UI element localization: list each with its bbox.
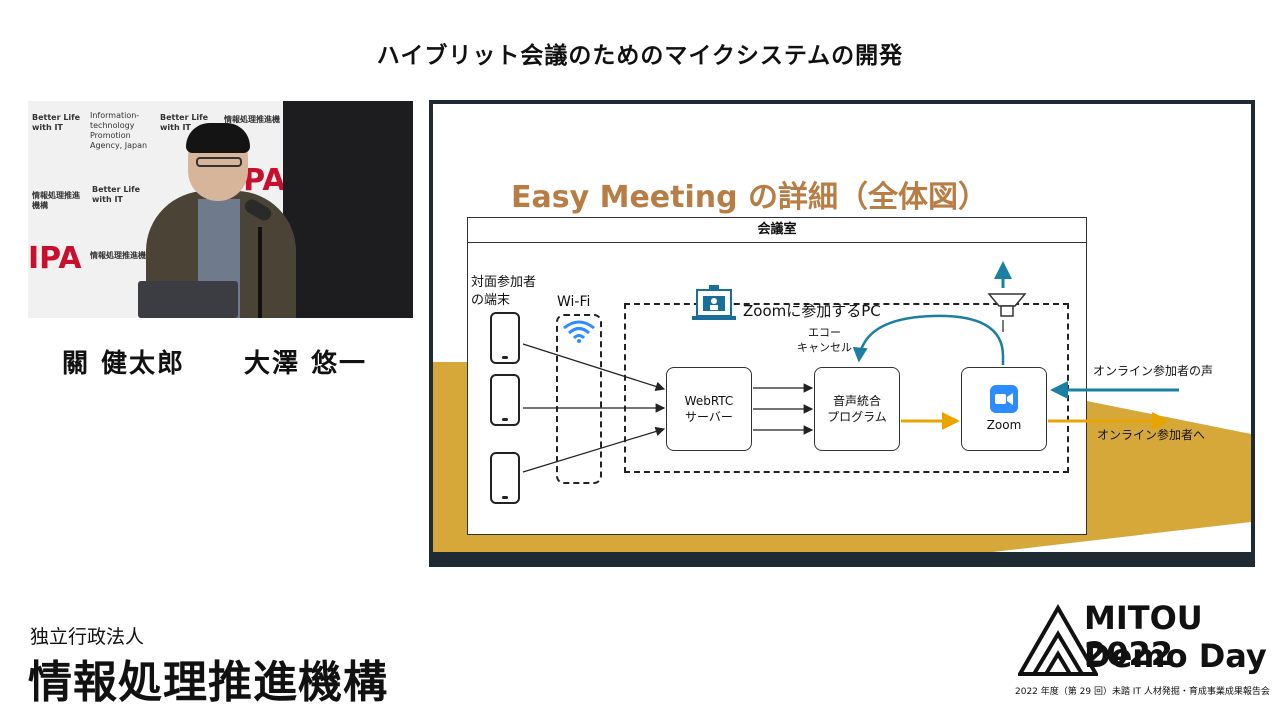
backdrop-text: Better Life with IT: [92, 185, 141, 204]
wifi-icon: [563, 320, 595, 343]
laptop-icon: [692, 285, 736, 320]
event-subtitle: Demo Day: [1084, 637, 1267, 675]
wifi-label: Wi-Fi: [557, 294, 591, 310]
audio-program-node: 音声統合 プログラム: [814, 367, 900, 451]
curtain: [283, 101, 413, 318]
backdrop-text: 情報処理推進機構: [90, 251, 154, 260]
webrtc-server-node: WebRTC サーバー: [666, 367, 752, 451]
event-title: MITOU 2022: [1084, 599, 1203, 673]
glasses-icon: [196, 157, 242, 167]
page-title: ハイブリット会議のためのマイクシステムの開発: [376, 43, 904, 69]
slide-title: Easy Meeting の詳細（全体図）: [511, 180, 989, 215]
mic-stand-icon: [258, 227, 262, 318]
org-name: 情報処理推進機構: [28, 657, 388, 708]
devices-label: 対面参加者 の端末: [471, 275, 537, 308]
online-voice-label: オンライン参加者の声: [1093, 364, 1214, 378]
speaker-video: Better Life with IT Information-technolo…: [28, 101, 413, 318]
video-camera-icon: [995, 393, 1013, 405]
zoom-pc-zone: [624, 303, 1069, 473]
ipa-logo: IPA: [28, 241, 82, 276]
online-out-label: オンライン参加者へ: [1097, 428, 1206, 442]
mitou-logo-icon: [1018, 604, 1098, 676]
org-type-label: 独立行政法人: [30, 626, 145, 648]
phone-icon: [490, 452, 520, 504]
speaker-hair: [186, 123, 250, 153]
phone-icon: [490, 374, 520, 426]
zoom-icon: [990, 385, 1018, 413]
echo-cancel-label: エコー キャンセル: [797, 326, 852, 354]
backdrop-text: Better Life with IT: [160, 113, 209, 132]
backdrop-text: Information-technology Promotion Agency,…: [90, 111, 148, 150]
flow-arrows: [522, 261, 1179, 473]
zoom-node: Zoom: [961, 367, 1047, 451]
slide: Easy Meeting の詳細（全体図） 会議室 対面参加者 の端末 Wi-F…: [433, 104, 1251, 563]
wifi-zone: [556, 314, 602, 484]
laptop-icon: [138, 281, 238, 318]
zoom-pc-label: Zoomに参加するPC: [743, 302, 881, 320]
speaker-name-1: 關 健太郎: [62, 349, 186, 379]
zoom-label: Zoom: [986, 418, 1022, 432]
room-header: 会議室: [467, 217, 1087, 243]
backdrop-text: Better Life with IT: [32, 113, 81, 132]
event-caption: 2022 年度（第 29 回）未踏 IT 人材発掘・育成事業成果報告会: [1015, 687, 1270, 697]
backdrop-text: 情報処理推進機構: [32, 191, 80, 210]
speaker-icon: [987, 293, 1027, 317]
speaker-name-2: 大澤 悠一: [244, 349, 368, 379]
phone-icon: [490, 312, 520, 364]
